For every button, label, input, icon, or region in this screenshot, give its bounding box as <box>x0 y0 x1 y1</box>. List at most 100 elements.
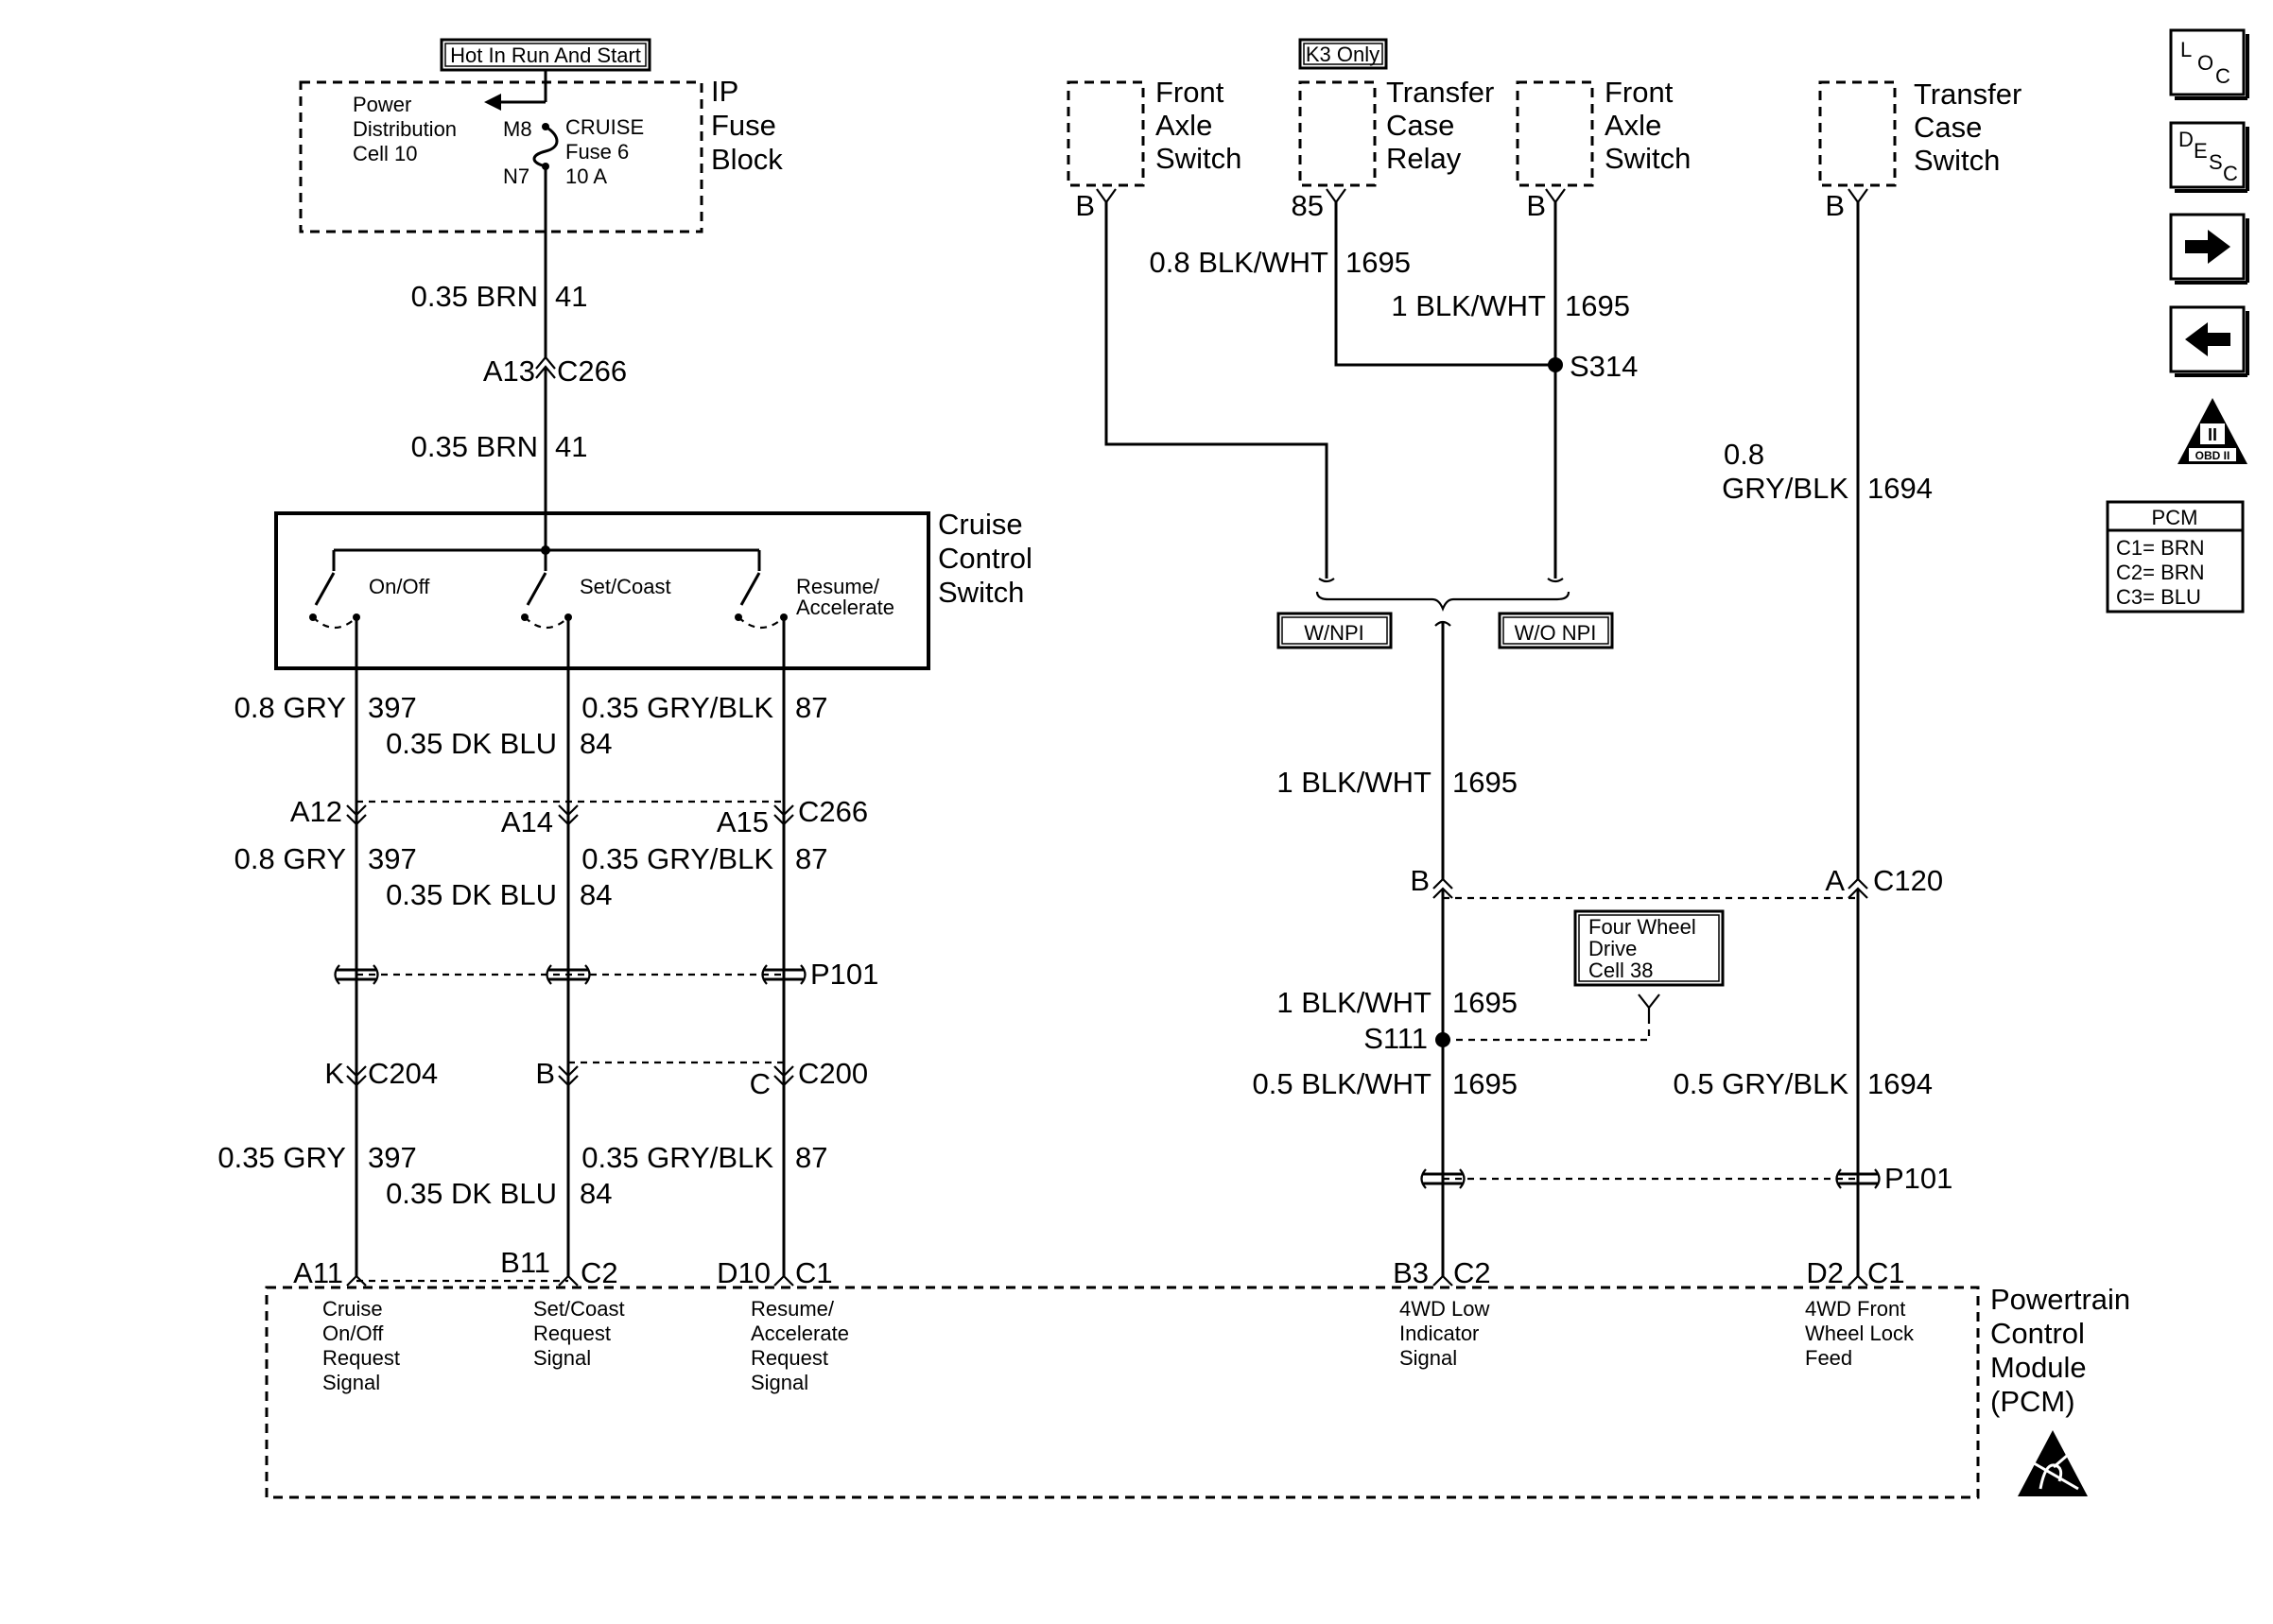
resume-linkage <box>737 616 785 630</box>
location-icon-l: L <box>2180 38 2192 61</box>
fuse-number: Fuse 6 <box>565 140 629 164</box>
cruise-output-circuits: 0.8 GRY 397 0.35 DK BLU 84 0.35 GRY/BLK … <box>217 617 878 1276</box>
pcm-pin-d10: D10 <box>717 1256 771 1289</box>
p101-cruise-label: P101 <box>810 958 878 991</box>
pcm-title-1: Powertrain <box>1990 1283 2130 1316</box>
relay-wire-gauge: 0.8 BLK/WHT <box>1150 246 1329 279</box>
relay-wire-circuit: 1695 <box>1345 246 1411 279</box>
p101-low-grommet <box>1420 1168 1466 1189</box>
obd-ii-numeral-box <box>2200 423 2225 444</box>
four-wd-inputs: Front Axle Switch B K3 Only Transfer Cas… <box>1067 38 2021 222</box>
pcm-signal-4wd-low-1: 4WD Low <box>1399 1297 1489 1321</box>
k3-only-box <box>1298 38 1388 70</box>
front-axle-switch-right-3: Switch <box>1605 142 1691 175</box>
c266-feed-connector-label: C266 <box>557 354 627 388</box>
w-npi-wire <box>1104 202 1328 579</box>
c120-pin-a: A <box>1825 864 1845 897</box>
transfer-case-switch-3: Switch <box>1914 144 2000 177</box>
c204-connector <box>346 1065 367 1087</box>
description-icon[interactable]: D E S C <box>2169 121 2249 193</box>
pcm-signal-4wd-feed-3: Feed <box>1805 1346 1852 1370</box>
transfer-case-switch-outline <box>1818 80 1897 187</box>
fuse-name: CRUISE <box>565 115 644 139</box>
four-wd-reference-box <box>1573 909 1725 987</box>
four-wd-reference-3: Cell 38 <box>1588 959 1653 982</box>
transfer-case-switch-terminal <box>1848 188 1868 204</box>
location-icon[interactable]: L O C <box>2169 28 2249 100</box>
p101-tcs-cap-left <box>1835 1168 1842 1189</box>
power-distribution-arrow <box>484 94 501 111</box>
ip-fuse-block-outline <box>299 80 703 233</box>
w-npi-box <box>1276 612 1393 649</box>
fuse-element <box>532 125 559 168</box>
w-o-npi-box <box>1498 612 1614 649</box>
front-axle-switch-right-2: Axle <box>1605 109 1661 142</box>
cruise-control-switch: Cruise Control Switch On/Off Set/Coast <box>274 508 1032 670</box>
low-wire-circuit-2: 1695 <box>1452 986 1518 1019</box>
low-wire-gauge-3: 0.5 BLK/WHT <box>1253 1067 1432 1100</box>
on-off-label: On/Off <box>369 575 430 598</box>
ip-fuse-block: Hot In Run And Start IP Fuse Block Power… <box>299 38 783 233</box>
pcm-signal-4wd-feed-2: Wheel Lock <box>1805 1322 1915 1345</box>
feed-wire-gauge-lower: 0.35 BRN <box>411 430 538 463</box>
transfer-case-circuit: 0.8 GRY/BLK 1694 A C120 0.5 GRY/BLK 1694… <box>1673 202 1952 1276</box>
p101-set-coast-cap-right <box>584 964 591 985</box>
pcm-tcs-connector <box>1848 1274 1868 1287</box>
resume-label-1: Resume/ <box>796 575 880 598</box>
fuse-pin-out: N7 <box>503 164 529 188</box>
c200-set-coast-connector <box>558 1065 579 1087</box>
on-off-wire-gauge-3: 0.35 GRY <box>217 1141 346 1174</box>
pcm-legend-row-2: C2= BRN <box>2116 561 2205 584</box>
location-icon-c: C <box>2215 64 2230 88</box>
pcm-signal-set-3: Signal <box>533 1346 591 1370</box>
four-wd-reference-inner <box>1578 914 1720 982</box>
c204-pin: K <box>324 1057 344 1090</box>
tcs-low-wire-circuit: 1694 <box>1867 1067 1933 1100</box>
set-coast-wire-gauge-3: 0.35 DK BLU <box>386 1177 557 1210</box>
c266-feed-pin: A13 <box>483 354 535 388</box>
set-coast-linkage <box>524 616 569 630</box>
low-wire-gauge-1: 1 BLK/WHT <box>1276 766 1431 799</box>
front-axle-switch-left-2: Axle <box>1155 109 1212 142</box>
back-arrow-icon[interactable] <box>2169 305 2249 377</box>
w-o-npi-label: W/O NPI <box>1515 621 1597 645</box>
power-distribution-label-3: Cell 10 <box>353 142 417 165</box>
on-off-wire-circuit-3: 397 <box>368 1141 417 1174</box>
obd-ii-caption-box <box>2189 448 2236 461</box>
splice-s111 <box>1435 1032 1450 1047</box>
pcm-pin-d2: D2 <box>1806 1256 1844 1289</box>
esd-warning-hand <box>2039 1454 2068 1490</box>
pcm-signal-cruise-4: Signal <box>322 1371 380 1394</box>
transfer-case-relay-outline <box>1298 80 1377 187</box>
pcm-pin-a11: A11 <box>293 1256 343 1289</box>
pcm-legend-frame <box>2106 500 2245 613</box>
location-icon-frame <box>2169 28 2246 96</box>
cruise-switch-outline <box>274 511 930 670</box>
next-arrow-icon[interactable] <box>2169 213 2249 285</box>
resume-contact: Resume/ Accelerate <box>735 572 894 630</box>
tcs-wire-color: GRY/BLK <box>1722 472 1848 505</box>
p101-set-coast-cap-left <box>546 964 552 985</box>
pcm-signal-set-1: Set/Coast <box>533 1297 625 1321</box>
w-npi-end <box>1318 578 1335 583</box>
back-arrow-glyph <box>2185 322 2230 356</box>
p101-tcs-grommet <box>1835 1168 1881 1189</box>
cruise-switch-title-1: Cruise <box>938 508 1023 541</box>
transfer-case-switch-1: Transfer <box>1914 78 2021 111</box>
on-off-wire-gauge-2: 0.8 GRY <box>234 842 346 875</box>
c200-pin-b: B <box>535 1057 555 1090</box>
pcm-pin-b3: B3 <box>1393 1256 1429 1289</box>
p101-four-wd-label: P101 <box>1884 1162 1952 1195</box>
c204-label: C204 <box>368 1057 438 1090</box>
low-wire-circuit-3: 1695 <box>1452 1067 1518 1100</box>
front-axle-switch-right-terminal <box>1545 188 1566 204</box>
obd-ii-icon[interactable]: II OBD II <box>2178 398 2247 464</box>
pcm-title-4: (PCM) <box>1990 1385 2075 1418</box>
k3-only-inner <box>1303 43 1383 65</box>
four-wd-reference-link <box>1443 1017 1651 1042</box>
splice-s314-label: S314 <box>1570 350 1638 383</box>
p101-low-cap-right <box>1459 1168 1466 1189</box>
p101-set-coast-grommet <box>546 964 591 985</box>
set-coast-contact: Set/Coast <box>521 572 671 630</box>
pcm-resume-connector <box>773 1274 794 1287</box>
